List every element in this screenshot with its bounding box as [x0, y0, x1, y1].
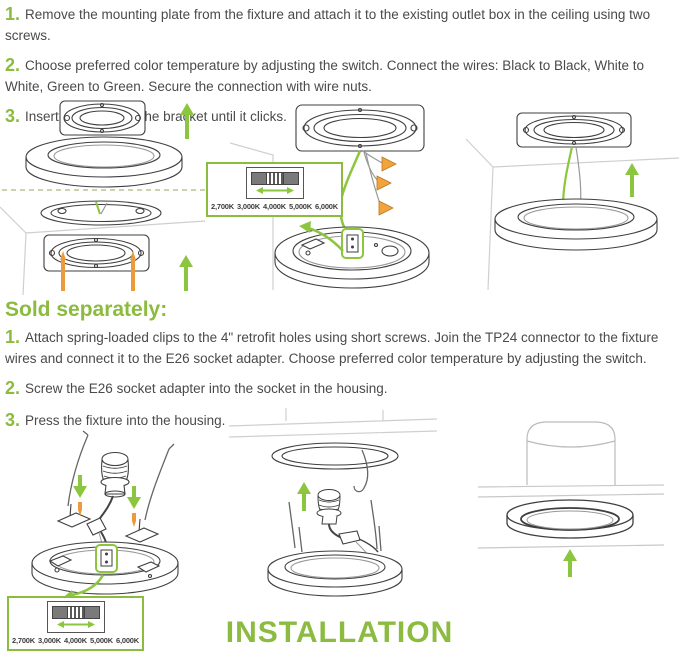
house-wire — [354, 450, 368, 492]
fixture-disc — [507, 500, 633, 538]
ceiling-corner-lines — [230, 143, 273, 290]
step-number: 1. — [5, 327, 21, 347]
step-1-text: 1.Attach spring-loaded clips to the 4" r… — [5, 327, 659, 367]
screw-icons — [60, 251, 136, 291]
green-wire — [563, 147, 572, 207]
up-arrow-icon — [297, 482, 311, 511]
ceiling-corner-lines — [466, 139, 679, 290]
down-arrow-icon — [127, 486, 141, 509]
step-2-text: 2.Choose preferred color temperature by … — [5, 55, 645, 95]
up-arrow-icon — [563, 549, 577, 577]
step-number: 3. — [5, 106, 21, 127]
step-number: 1. — [5, 4, 21, 24]
fixture-disc — [26, 137, 182, 187]
up-arrow-icon — [180, 103, 194, 139]
mounting-plate — [296, 105, 424, 151]
retrofit-step-3-illustration — [450, 415, 679, 610]
mounting-plate — [60, 101, 145, 135]
step-number: 2. — [5, 378, 21, 399]
ceiling-lines — [229, 408, 437, 437]
sold-separately-heading: Sold separately: — [5, 298, 168, 321]
wire-nut-icons — [377, 157, 396, 215]
spring-wires — [289, 500, 381, 552]
kelvin-options: 2,700K 3,000K 4,000K 5,000K 6,000K — [12, 636, 139, 645]
retrofit-step-1-illustration — [0, 420, 230, 602]
step-3-illustration — [460, 95, 679, 295]
double-arrow-icon — [255, 186, 294, 194]
step-3-text: 3.Press the fixture into the housing. — [5, 410, 226, 431]
step-2-illustration — [230, 95, 460, 295]
slider-switch-icon — [46, 601, 105, 633]
step-2-text: 2.Screw the E26 socket adapter into the … — [5, 378, 388, 399]
spring-wires — [68, 431, 174, 520]
tp24-connector-cable — [329, 524, 378, 555]
up-arrow-icon — [179, 255, 193, 291]
ceiling-outlet-plate — [41, 201, 161, 225]
down-arrow-icon — [73, 475, 87, 498]
step-1-text: 1.Remove the mounting plate from the fix… — [5, 4, 651, 44]
short-screw-icons — [78, 502, 136, 527]
up-arrow-icon — [625, 163, 639, 197]
recessed-housing — [527, 422, 615, 485]
step-number: 3. — [5, 410, 21, 431]
slider-switch-icon — [245, 167, 304, 199]
e26-socket-adapter — [317, 490, 341, 525]
color-temp-callout-bottom: 2,700K 3,000K 4,000K 5,000K 6,000K — [7, 596, 144, 651]
double-arrow-icon — [56, 620, 95, 628]
step-1-illustration — [0, 95, 230, 295]
step-number: 2. — [5, 55, 21, 76]
mounting-plate — [517, 113, 631, 147]
color-temp-callout-top: 2,700K 3,000K 4,000K 5,000K 6,000K — [206, 162, 343, 217]
color-temp-switch — [96, 545, 117, 572]
e26-socket-adapter — [101, 453, 129, 498]
retrofit-step-2-illustration — [225, 405, 455, 630]
fixture-disc — [268, 551, 402, 596]
ceiling-corner-lines — [0, 207, 205, 295]
kelvin-options: 2,700K 3,000K 4,000K 5,000K 6,000K — [211, 202, 338, 211]
sold-separately-instructions: 1.Attach spring-loaded clips to the 4" r… — [0, 325, 679, 440]
curved-arrow-icon — [299, 221, 343, 251]
fixture-disc — [495, 199, 657, 250]
retrofit-hole — [272, 443, 398, 469]
color-temp-switch — [342, 229, 363, 258]
installation-title: INSTALLATION — [225, 616, 454, 649]
ceiling-lines — [478, 485, 664, 548]
mounting-bracket — [44, 235, 149, 271]
spring-clips — [58, 504, 158, 542]
